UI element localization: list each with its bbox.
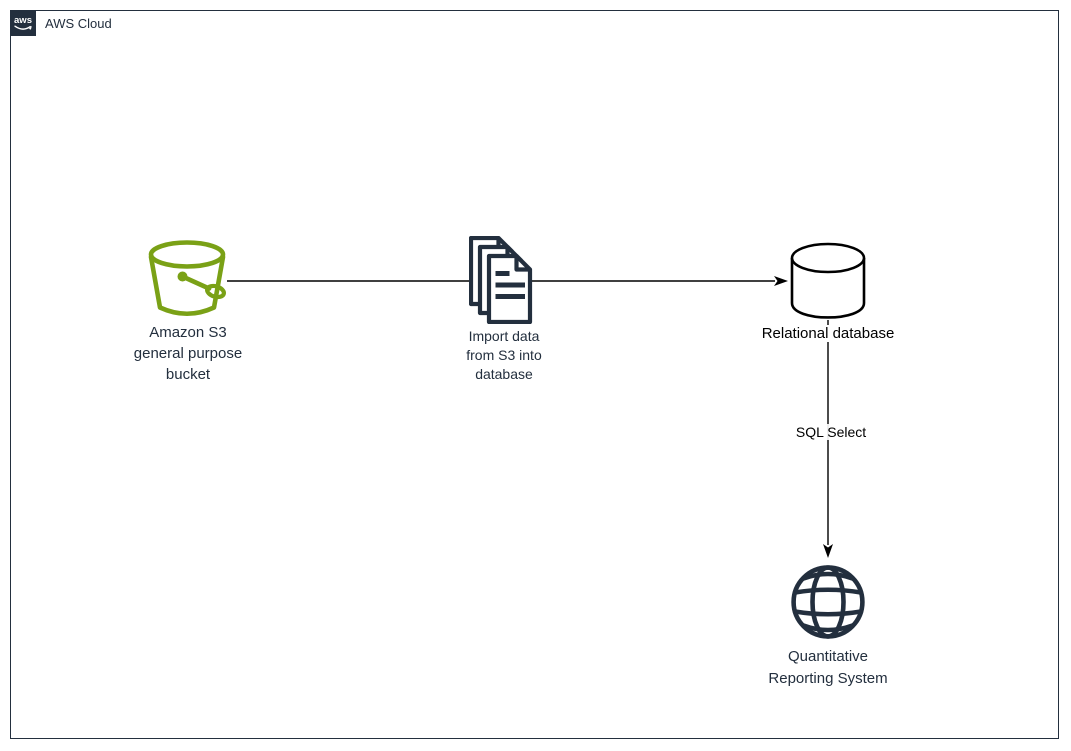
globe-icon [789, 563, 867, 646]
s3-bucket-label: Amazon S3 general purpose bucket [133, 324, 243, 383]
relational-database-label: Relational database [759, 325, 897, 342]
reporting-system-label: Quantitative Reporting System [768, 648, 888, 687]
import-data-label: Import data from S3 into database [466, 328, 542, 382]
aws-cloud-container [10, 10, 1059, 739]
s3-bucket-icon [146, 239, 230, 326]
aws-logo-icon: aws [10, 10, 36, 36]
documents-icon [468, 235, 535, 329]
database-cylinder-icon [790, 242, 866, 325]
aws-logo-text: aws [14, 15, 32, 26]
sql-select-edge-label: SQL Select [793, 424, 869, 440]
aws-cloud-label: AWS Cloud [45, 16, 112, 31]
